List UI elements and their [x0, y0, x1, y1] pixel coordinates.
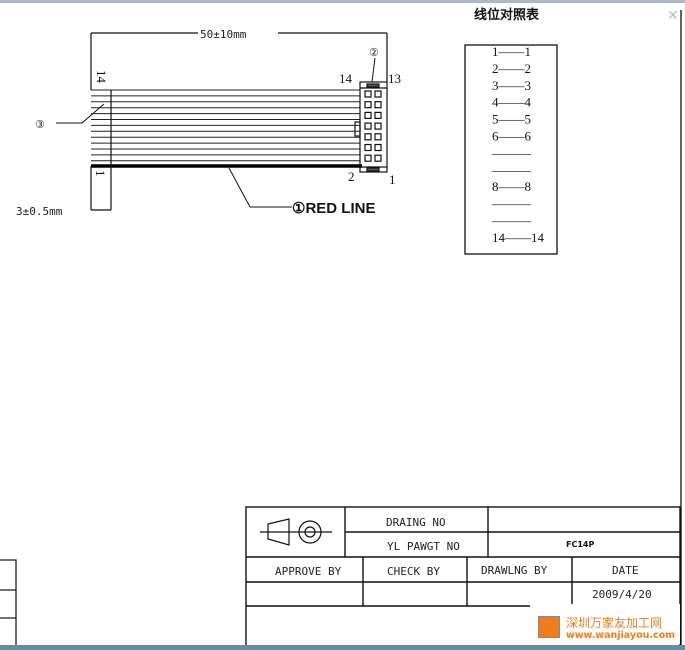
- pin-table-row: ———: [491, 196, 532, 211]
- strip-dimension-label: 3±0.5mm: [16, 205, 63, 218]
- drawing-by-header: DRAWLNG BY: [481, 564, 548, 577]
- watermark: 深圳万家友加工网 www.wanjiayou.com: [530, 604, 680, 644]
- callout-2: ②: [369, 46, 379, 59]
- pin-table-row: 14——14: [492, 230, 545, 245]
- check-by-header: CHECK BY: [387, 565, 440, 578]
- pin-table-row: 4——4: [492, 95, 532, 110]
- connector-pin-1-label: 1: [389, 172, 396, 187]
- part-no-label: YL PAWGT NO: [387, 540, 460, 553]
- projection-symbol-icon: [260, 518, 332, 546]
- connector-pin: [374, 101, 382, 109]
- approve-by-header: APPROVE BY: [275, 565, 342, 578]
- drawing-no-label: DRAING NO: [386, 516, 446, 529]
- connector-pin: [364, 101, 372, 109]
- connector-pins: [364, 90, 382, 162]
- connector-pin: [364, 90, 372, 98]
- watermark-name: 深圳万家友加工网: [566, 616, 663, 630]
- date-header: DATE: [612, 564, 639, 577]
- pin-table-row: ———: [491, 145, 532, 160]
- window-bottom-bar: [0, 645, 685, 650]
- part-no-value: FC14P: [566, 540, 594, 549]
- pin-table: [464, 44, 558, 255]
- connector-pin: [364, 133, 372, 141]
- connector-pin-2-label: 2: [348, 169, 355, 184]
- pin-table-row: 6——6: [492, 129, 532, 144]
- pin-table-row: ———: [491, 213, 532, 228]
- pin-table-title: 线位对照表: [474, 7, 540, 23]
- length-dimension-label: 50±10mm: [200, 28, 247, 41]
- connector-pin: [364, 143, 372, 152]
- connector-pin: [374, 90, 382, 98]
- connector-pin: [374, 111, 382, 120]
- wire-14-label: 14: [94, 70, 109, 84]
- connector-pin: [374, 133, 382, 141]
- pin-table-row: 5——5: [492, 112, 531, 127]
- connector-pin: [374, 154, 382, 162]
- date-value: 2009/4/20: [592, 588, 652, 601]
- connector-pin: [374, 122, 382, 130]
- watermark-logo-icon: [538, 616, 560, 638]
- pin-table-row: ———: [491, 162, 532, 177]
- pin-table-row: 3——3: [492, 78, 531, 93]
- pin-table-row: 8——8: [492, 179, 531, 194]
- pin-table-row: 1——1: [492, 44, 531, 59]
- window-top-bar: [0, 0, 685, 3]
- wire-1-label: 1: [93, 170, 108, 177]
- connector-pin: [364, 154, 372, 162]
- callout-3: ③: [35, 118, 45, 131]
- connector-pin-13-label: 13: [388, 71, 401, 86]
- watermark-url: www.wanjiayou.com: [566, 630, 676, 641]
- ribbon-wires: [91, 89, 360, 162]
- connector-pin: [364, 122, 372, 130]
- close-icon[interactable]: ✕: [667, 8, 679, 24]
- connector-14p: [354, 81, 388, 173]
- pin-table-row: 2——2: [492, 61, 531, 76]
- connector-pin: [374, 143, 382, 152]
- length-dimension: [90, 32, 388, 90]
- connector-pin: [364, 111, 372, 120]
- left-border-boxes: [0, 559, 17, 650]
- connector-pin-14-label: 14: [339, 71, 353, 86]
- callout-1-red-line: ①RED LINE: [292, 200, 375, 217]
